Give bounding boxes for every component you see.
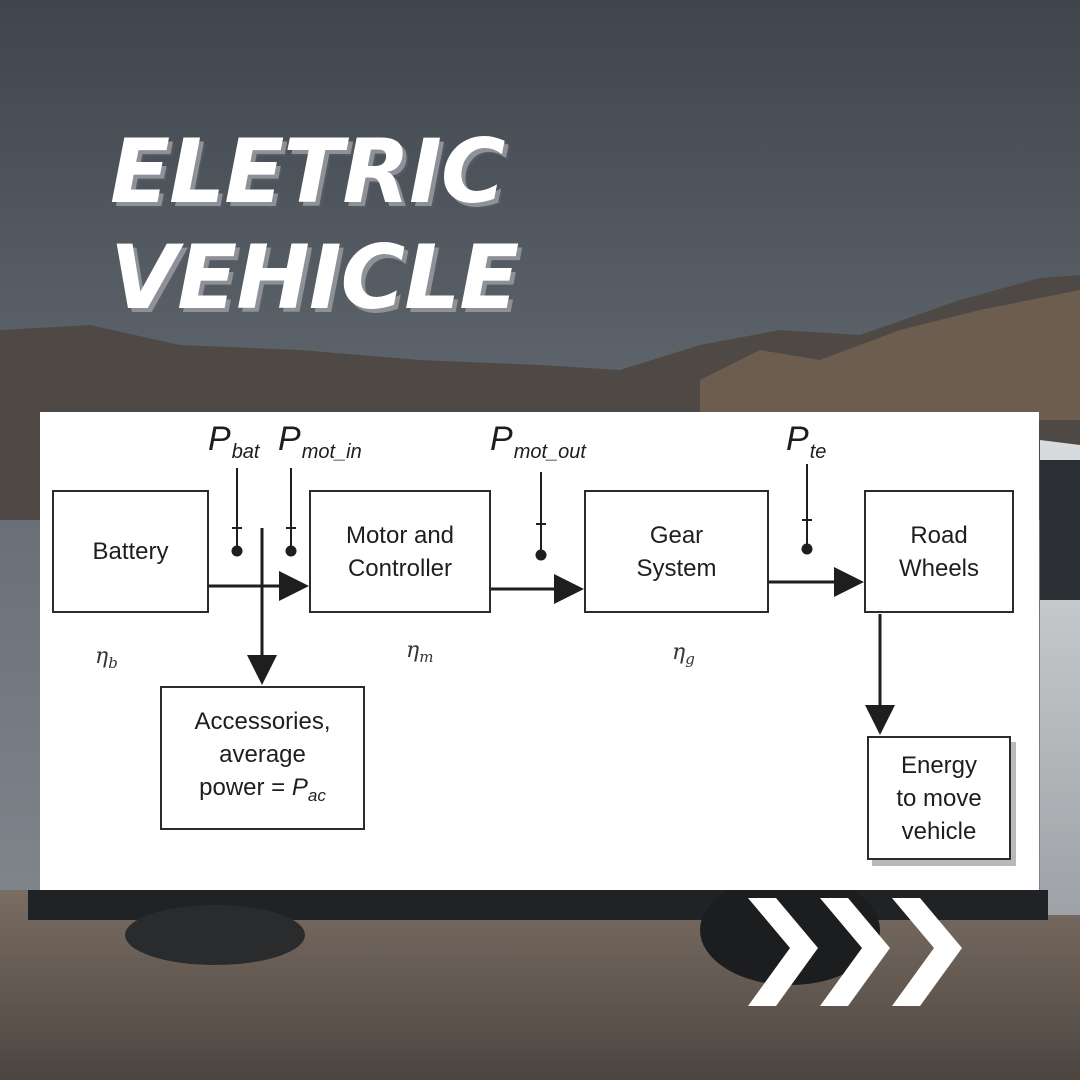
eta-m-symbol: η xyxy=(406,638,420,663)
probe-dot-pbat xyxy=(231,545,243,557)
battery-label: Battery xyxy=(92,538,169,565)
road-wheels-block: Road Wheels xyxy=(864,490,1014,613)
pmotin-subscript: mot_in xyxy=(301,441,362,463)
power-label-pte: Pte xyxy=(786,420,826,463)
motor-controller-label: Motor and Controller xyxy=(345,521,455,582)
pmotout-subscript: mot_out xyxy=(513,441,586,463)
efficiency-gear: ηg xyxy=(672,640,695,668)
title-line-2: VEHICLE xyxy=(110,226,519,329)
eta-g-symbol: η xyxy=(672,640,686,665)
next-arrows-icon xyxy=(748,898,962,1006)
diagram-connectors xyxy=(208,464,895,735)
road-wheels-label: Road Wheels xyxy=(898,521,980,582)
energy-block: Energy to move vehicle xyxy=(867,736,1011,860)
pte-subscript: te xyxy=(809,441,827,463)
eta-m-subscript: m xyxy=(419,648,434,666)
title-line-1: ELETRIC xyxy=(110,120,505,223)
pmotin-symbol: P xyxy=(278,420,301,458)
eta-b-symbol: η xyxy=(95,644,109,669)
gear-system-block: Gear System xyxy=(584,490,769,613)
probe-dot-pmotout xyxy=(535,549,547,561)
efficiency-motor: ηm xyxy=(406,638,434,666)
gear-system-label: Gear System xyxy=(636,521,717,582)
probe-dot-pte xyxy=(801,543,813,555)
accessories-symbol: P xyxy=(291,773,308,801)
efficiency-battery: ηb xyxy=(95,644,118,672)
pte-symbol: P xyxy=(786,420,809,458)
pmotout-symbol: P xyxy=(490,420,513,458)
power-label-pmotout: Pmot_out xyxy=(490,420,586,463)
accessories-block: Accessories, average power = Pac xyxy=(160,686,365,830)
battery-block: Battery xyxy=(52,490,209,613)
pbat-symbol: P xyxy=(208,420,231,458)
eta-b-subscript: b xyxy=(108,654,118,672)
power-label-pmotin: Pmot_in xyxy=(278,420,362,463)
accessories-label: Accessories, average power = Pac xyxy=(194,705,330,812)
pbat-subscript: bat xyxy=(231,441,260,463)
probe-dot-pmotin xyxy=(285,545,297,557)
eta-g-subscript: g xyxy=(685,650,695,668)
accessories-text: Accessories, average power = xyxy=(194,707,331,801)
diagram-panel: Battery Motor and Controller Gear System… xyxy=(40,412,1039,890)
accessories-subscript: ac xyxy=(307,785,326,805)
energy-label: Energy to move vehicle xyxy=(896,751,982,845)
power-label-pbat: Pbat xyxy=(208,420,260,463)
motor-controller-block: Motor and Controller xyxy=(309,490,491,613)
